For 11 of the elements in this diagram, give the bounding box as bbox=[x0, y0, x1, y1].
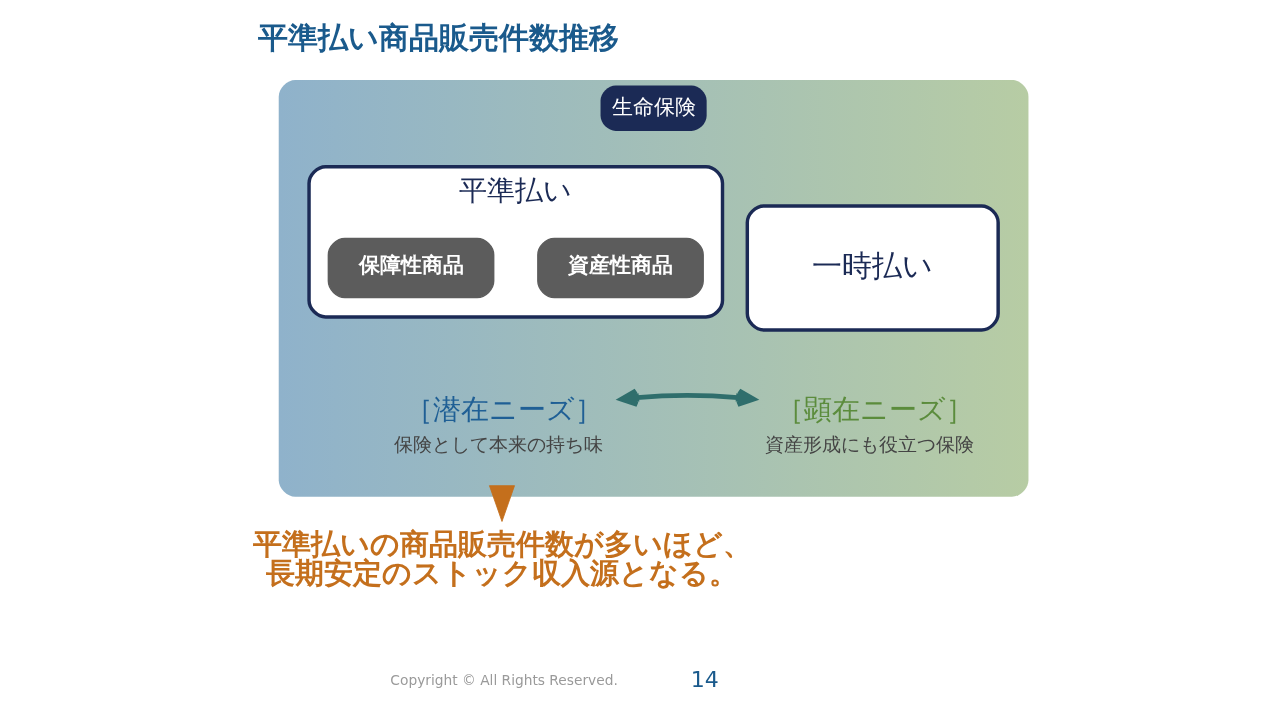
arrow bbox=[488, 485, 515, 522]
label: Copyright © All Rights Reserved. bbox=[389, 671, 618, 688]
arrow bbox=[618, 388, 756, 407]
node-box: 資産性商品 bbox=[536, 237, 704, 299]
node-box: 保障性商品 bbox=[327, 237, 494, 299]
node-box: 一時払い bbox=[745, 204, 1000, 332]
label: 14 bbox=[690, 666, 719, 692]
node-text: 平準払いの商品販売件数が多いほど、長期安定のストック収入源となる。 bbox=[252, 527, 752, 591]
diagram-title: 平準払い商品販売件数推移 bbox=[257, 19, 619, 55]
node-text: ［顕在ニーズ］ 資産形成にも役立つ保険 bbox=[764, 392, 974, 456]
node-text: ［潜在ニーズ］ 保険として本来の持ち味 bbox=[393, 392, 603, 456]
